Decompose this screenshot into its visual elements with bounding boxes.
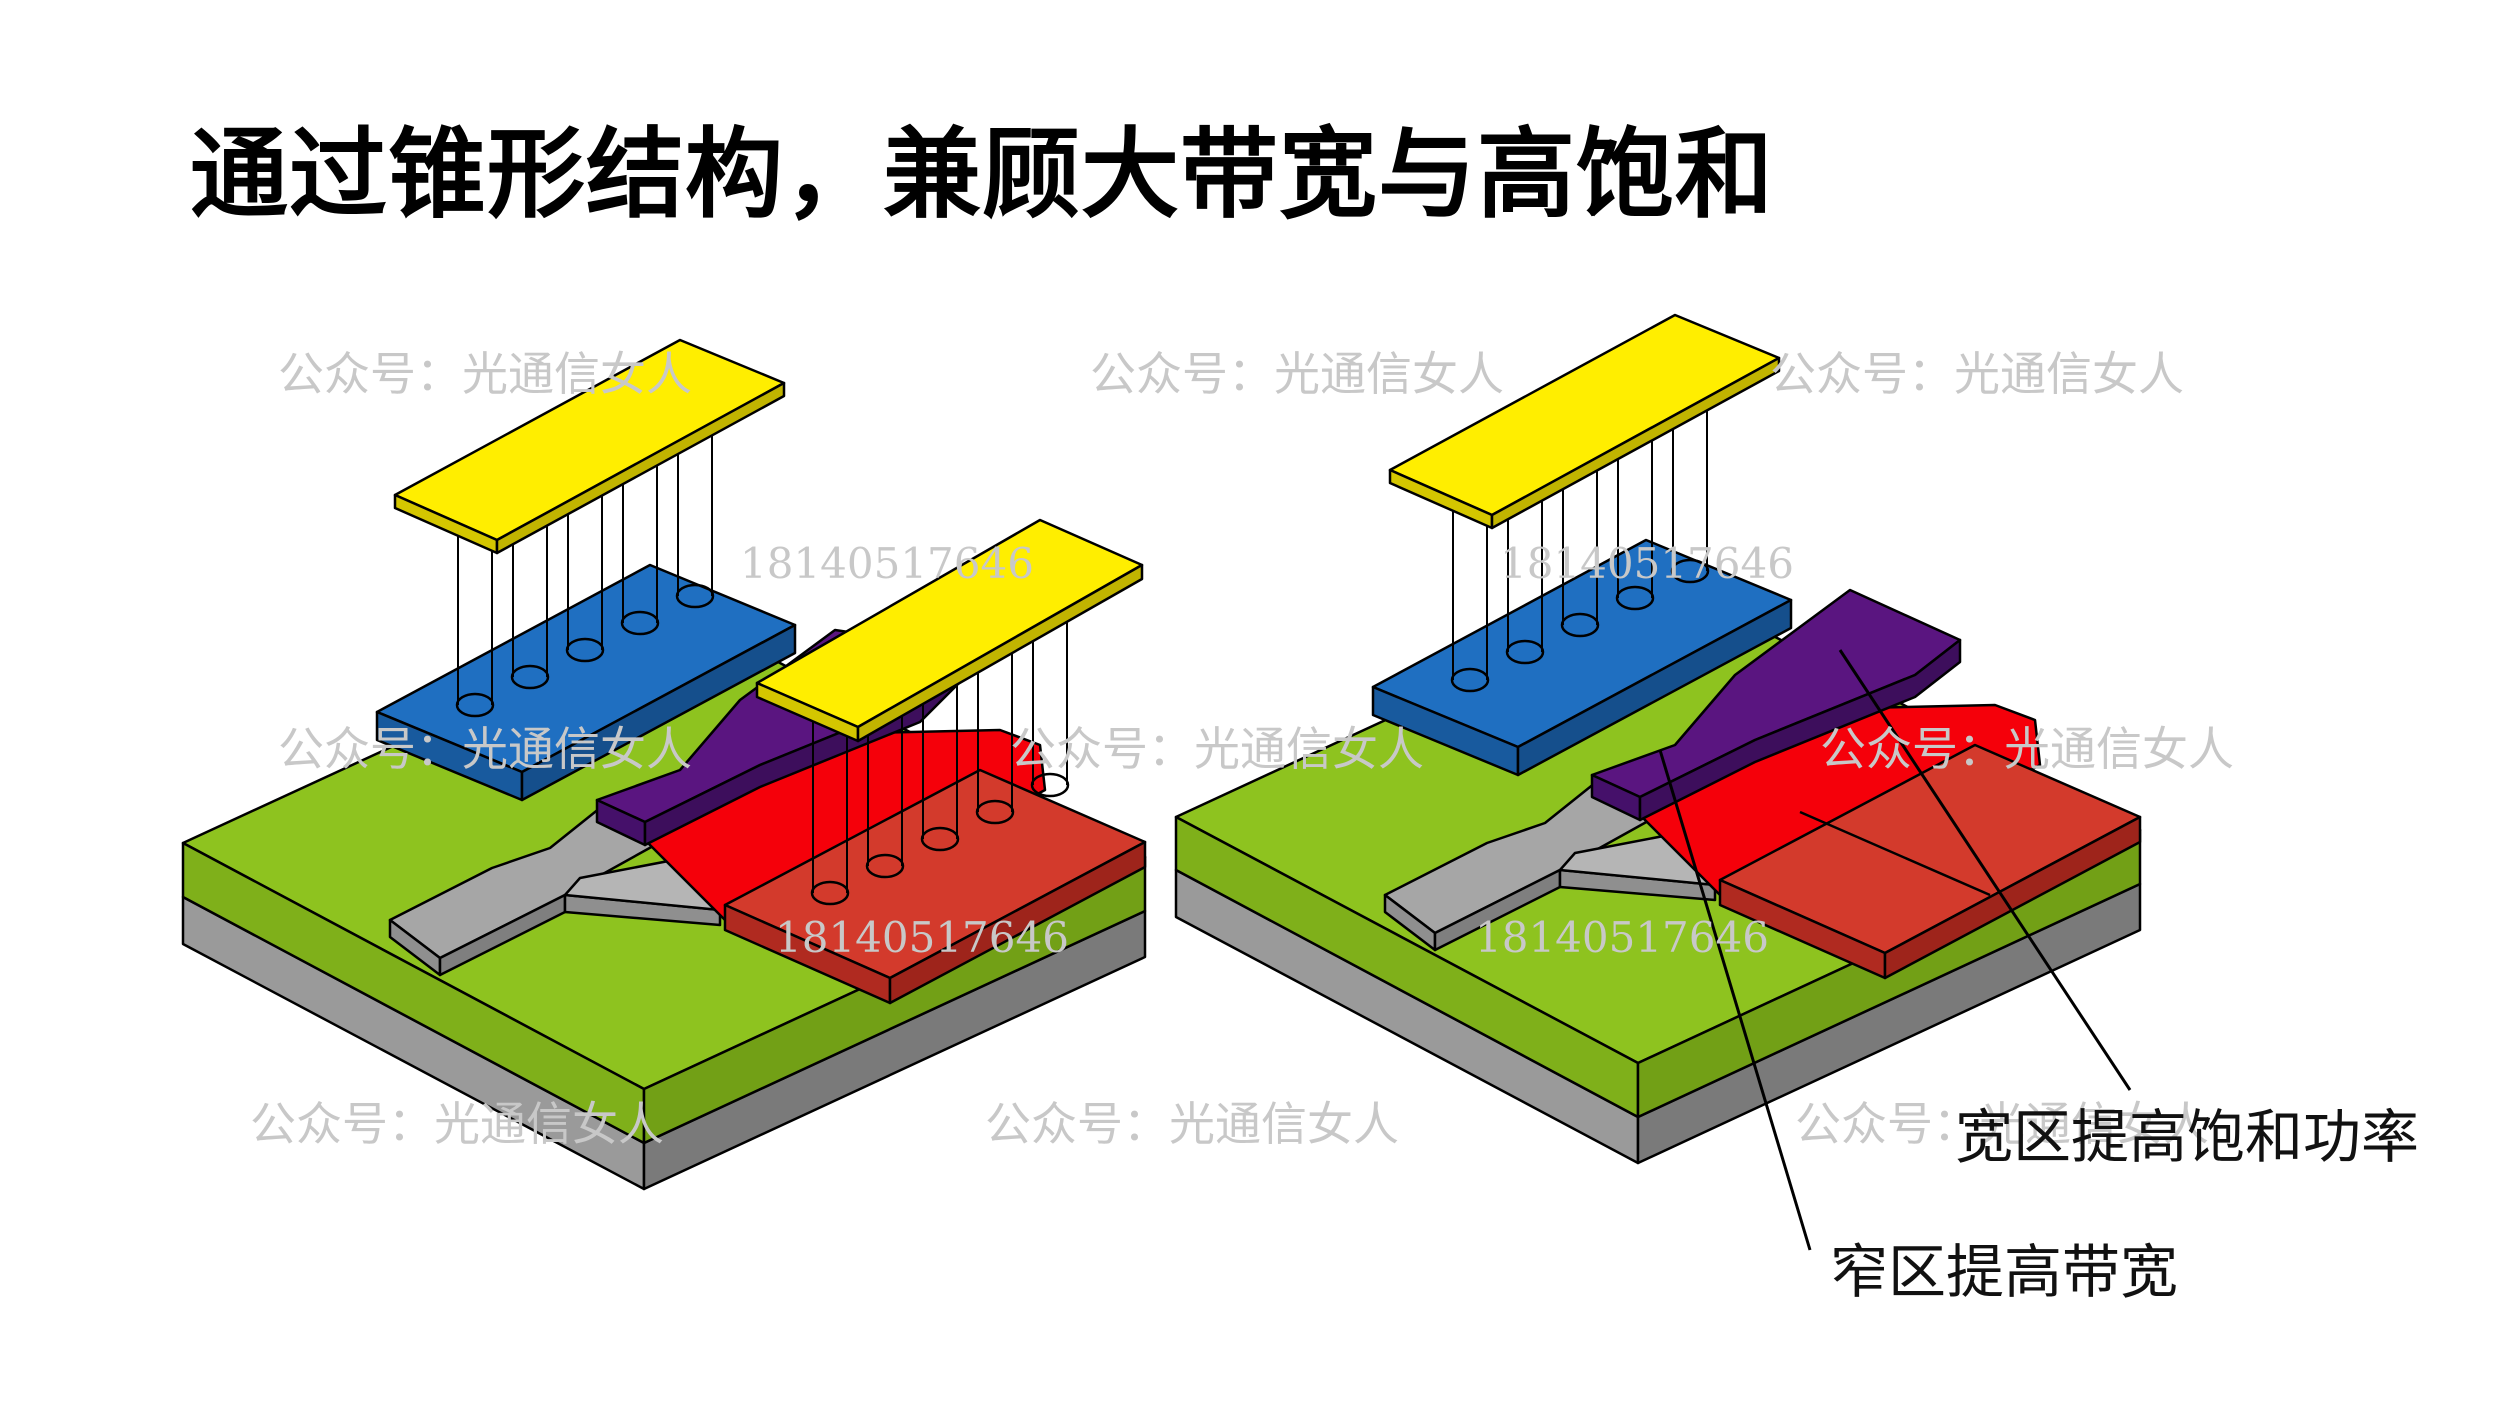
leader-line-narrow	[1658, 749, 1812, 1251]
leader-line-wide	[1838, 649, 2132, 1091]
watermark-text: 公众号：光通信女人	[1795, 1097, 2209, 1151]
page-title: 通过锥形结构，兼顾大带宽与高饱和	[190, 118, 1775, 232]
device-right	[1174, 313, 2142, 1251]
watermark-text: 公众号：光通信女人	[1820, 722, 2234, 776]
watermark-phone: 18140517646	[1475, 913, 1769, 962]
n-contact-right	[1371, 538, 1793, 777]
watermark-text: 公众号：光通信女人	[1090, 347, 1504, 401]
watermark-text: 公众号：光通信女人	[250, 1097, 664, 1151]
watermark-phone: 18140517646	[1500, 539, 1794, 588]
watermark-text: 公众号：光通信女人	[985, 1097, 1399, 1151]
watermark-text: 公众号：光通信女人	[278, 722, 692, 776]
watermark-phone: 18140517646	[740, 539, 1034, 588]
watermark-phone: 18140517646	[775, 913, 1069, 962]
pad-n-right	[1388, 313, 1781, 530]
watermark-text: 公众号：光通信女人	[1010, 722, 1424, 776]
watermark-text: 公众号：光通信女人	[1770, 347, 2184, 401]
watermark-text: 公众号：光通信女人	[278, 347, 692, 401]
label-narrow-region: 窄区提高带宽	[1830, 1238, 2178, 1306]
device-left	[181, 338, 1147, 1191]
n-contact-left	[375, 563, 797, 802]
watermarks: 公众号：光通信女人 公众号：光通信女人 公众号：光通信女人 公众号：光通信女人 …	[250, 347, 2234, 1151]
taper-right	[1590, 588, 1962, 822]
pad-n-left	[393, 338, 786, 555]
label-wide-region: 宽区提高饱和功率	[1955, 1103, 2419, 1171]
pad-p-left	[755, 518, 1144, 743]
